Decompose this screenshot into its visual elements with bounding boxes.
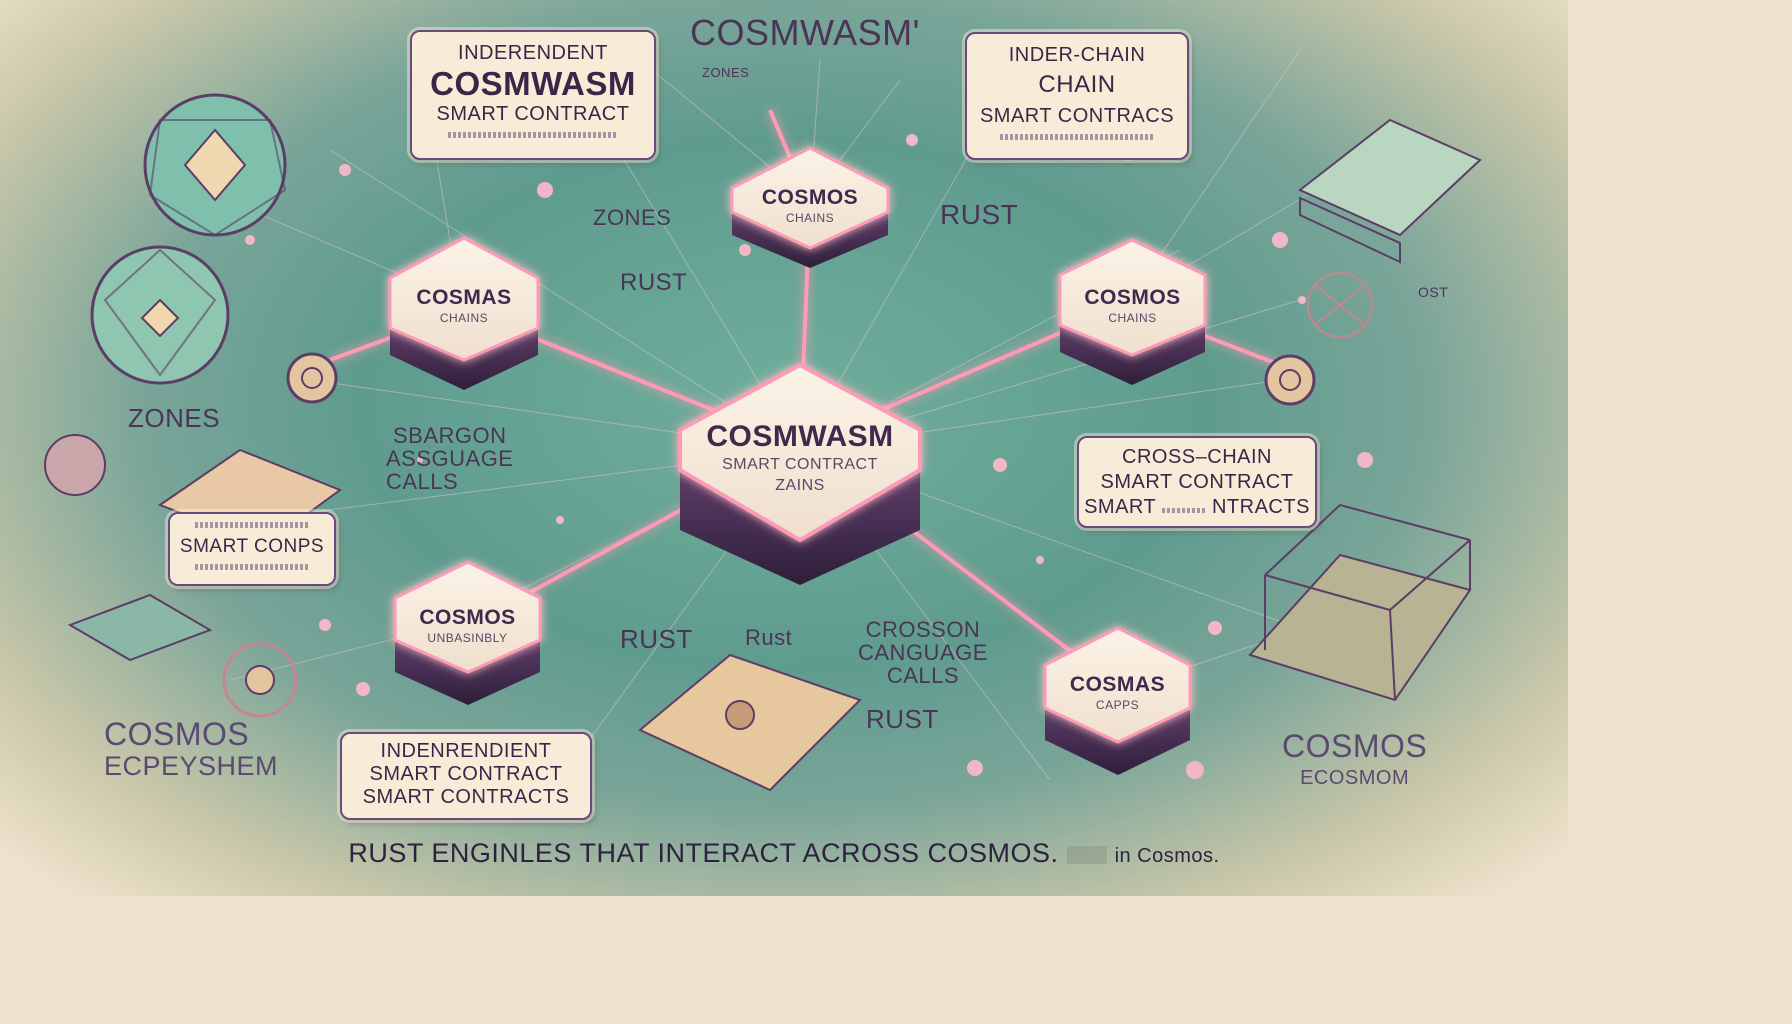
- coin-icon: [1264, 354, 1316, 406]
- label-line: CROSSON: [865, 617, 981, 642]
- hex-bottom-left-label: COSMOS UNBASINBLY: [395, 606, 540, 645]
- hex-sub: UNBASINBLY: [427, 631, 508, 646]
- card-line: SMART CONTRACS: [979, 105, 1175, 127]
- label-line: ASSGUAGE: [386, 446, 514, 472]
- scribble-text: [1000, 134, 1154, 140]
- label-line: COSMOS: [104, 716, 250, 752]
- label-line: CALLS: [886, 663, 960, 689]
- label-sbargon: SBARGON ASSGUAGE CALLS: [386, 424, 513, 493]
- document-stack-icon: [1298, 118, 1482, 264]
- hex-bottom-right-label: COSMAS CAPPS: [1045, 673, 1190, 712]
- card-line-part: NTRACTS: [1211, 496, 1310, 518]
- hex-sub: CHAINS: [1108, 311, 1157, 326]
- card-line: INDERENDENT: [458, 42, 608, 64]
- hex-title: COSMAS: [416, 286, 512, 309]
- label-line: SBARGON: [392, 423, 507, 448]
- scribble-text: [1161, 508, 1206, 513]
- hex-title: COSMOS: [1084, 286, 1181, 309]
- hex-bottom-left: [393, 560, 542, 705]
- wheel-icon: [222, 642, 298, 718]
- diagram-title: COSMWASM': [690, 12, 921, 53]
- diagram-caption: RUST ENGINLES THAT INTERACT ACROSS COSMO…: [0, 838, 1568, 869]
- card-line-part: SMART: [1084, 496, 1156, 518]
- card-independent-cosmwasm: INDERENDENT COSMWASM SMART CONTRACT: [410, 30, 656, 160]
- hex-sub: CAPPS: [1095, 698, 1140, 713]
- label-rust: RUST: [866, 704, 939, 734]
- label-ecosystem-left: COSMOS ECPEYSHEM: [104, 716, 279, 781]
- label-line: CALLS: [386, 469, 459, 495]
- hex-sub: SMART CONTRACT: [722, 456, 878, 473]
- label-zones: ZONES: [128, 403, 221, 433]
- hex-title: COSMOS: [419, 606, 516, 629]
- card-line: CROSS–CHAIN: [1122, 446, 1272, 468]
- hex-sub: CHAINS: [785, 211, 835, 226]
- card-line: SMART CONTRACT: [369, 763, 563, 785]
- hex-top-label: COSMOS CHAINS: [732, 186, 888, 225]
- label-line: ECOSMOM: [1300, 766, 1410, 789]
- hex-sub: ZAINS: [775, 476, 825, 494]
- card-line-composite: SMART NTRACTS: [1079, 496, 1315, 519]
- plane-icon: [67, 593, 213, 662]
- label-rust: RUST: [940, 199, 1019, 230]
- label-line: COSMOS: [1282, 728, 1428, 764]
- label-rust: RUST: [620, 624, 693, 654]
- hex-bottom-right: [1043, 626, 1192, 775]
- label-zones: ZONES: [593, 205, 672, 230]
- label-line: CANGUAGE: [858, 640, 988, 666]
- hex-title: COSMWASM: [706, 420, 894, 453]
- card-line: SMART CONPS: [179, 536, 325, 557]
- hex-left: [388, 236, 540, 390]
- hex-title: COSMOS: [761, 186, 859, 209]
- label-line: ECPEYSHEM: [104, 750, 279, 781]
- scribble-text: [448, 132, 618, 138]
- hex-left-label: COSMAS CHAINS: [390, 286, 538, 325]
- board-tile-bottom: [638, 653, 862, 792]
- card-independent-smart-contract: INDENRENDIENT SMART CONTRACT SMART CONTR…: [340, 732, 592, 820]
- card-line: SMART CONTRACT: [1100, 471, 1294, 493]
- label-ecosystem-right: COSMOS ECOSMOM: [1282, 728, 1428, 789]
- caption-smudge: [1066, 845, 1107, 864]
- hex-right-label: COSMOS CHAINS: [1060, 286, 1205, 325]
- label-zones: ZONES: [702, 65, 750, 80]
- card-line: INDENRENDIENT: [380, 740, 552, 762]
- card-line: SMART CONTRACT: [436, 103, 630, 125]
- card-inter-chain: INDER-CHAIN CHAIN SMART CONTRACS: [965, 32, 1189, 160]
- scribble-text: [194, 522, 310, 528]
- label-rust: RUST: [620, 269, 688, 296]
- label-crosson: CROSSON CANGUAGE CALLS: [858, 618, 988, 687]
- coin-icon: [286, 352, 338, 404]
- label-ost: OST: [1418, 284, 1449, 300]
- card-line: COSMWASM: [430, 65, 636, 102]
- hex-center-label: COSMWASM SMART CONTRACT ZAINS: [680, 420, 920, 494]
- label-rust: Rust: [745, 625, 793, 650]
- caption-main: RUST ENGINLES THAT INTERACT ACROSS COSMO…: [348, 838, 1059, 868]
- polyhedron-icon: [90, 245, 230, 385]
- hex-right: [1058, 238, 1207, 385]
- card-line: CHAIN: [1038, 71, 1116, 98]
- card-cross-chain: CROSS–CHAIN SMART CONTRACT SMART NTRACTS: [1077, 436, 1317, 528]
- hex-title: COSMAS: [1069, 673, 1166, 696]
- scribble-text: [194, 564, 310, 570]
- orb-icon: [44, 434, 106, 496]
- caption-tail: in Cosmos.: [1114, 845, 1220, 867]
- hex-top: [730, 146, 890, 268]
- hex-center: [678, 362, 922, 585]
- globe-icon: [143, 93, 287, 237]
- card-smart-conps: SMART CONPS: [168, 512, 336, 586]
- circle-rune-icon: [1307, 272, 1373, 338]
- connection-layer: [44, 49, 1482, 792]
- cage-platform: [1248, 504, 1472, 702]
- hex-sub: CHAINS: [439, 311, 489, 326]
- card-line: INDER-CHAIN: [1008, 44, 1146, 66]
- card-line: SMART CONTRACTS: [362, 786, 570, 808]
